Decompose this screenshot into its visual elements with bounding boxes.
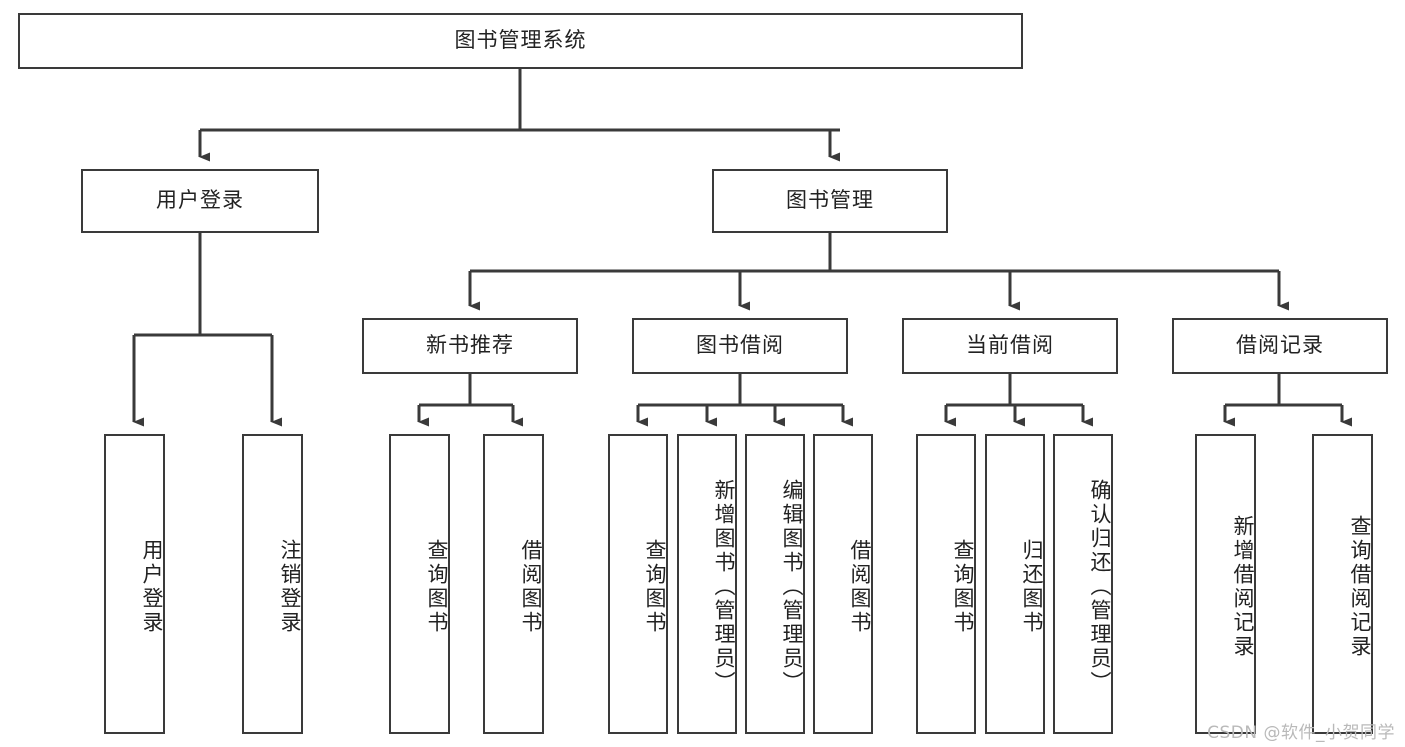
node-leaf-query-book-2[interactable]: 查询图书 bbox=[608, 434, 668, 734]
node-book-manage[interactable]: 图书管理 bbox=[712, 169, 948, 233]
node-leaf-edit-book-label: 编辑图书（管理员） bbox=[780, 479, 804, 695]
node-new-book-recommend-label: 新书推荐 bbox=[426, 333, 514, 358]
node-leaf-query-record-label: 查询借阅记录 bbox=[1348, 515, 1372, 659]
node-borrow-record[interactable]: 借阅记录 bbox=[1172, 318, 1388, 374]
csdn-watermark: CSDN @软件_小贺同学 bbox=[1207, 723, 1395, 743]
node-leaf-borrow-book-1[interactable]: 借阅图书 bbox=[483, 434, 544, 734]
node-leaf-confirm-return[interactable]: 确认归还（管理员） bbox=[1053, 434, 1113, 734]
node-leaf-user-login[interactable]: 用户登录 bbox=[104, 434, 165, 734]
node-leaf-confirm-return-label: 确认归还（管理员） bbox=[1088, 479, 1112, 695]
node-leaf-query-book-3[interactable]: 查询图书 bbox=[916, 434, 976, 734]
node-leaf-return-book-label: 归还图书 bbox=[1020, 539, 1044, 635]
node-leaf-add-book[interactable]: 新增图书（管理员） bbox=[677, 434, 737, 734]
node-leaf-query-book-1-label: 查询图书 bbox=[425, 539, 449, 635]
node-leaf-user-logout-label: 注销登录 bbox=[278, 539, 302, 635]
node-leaf-query-book-3-label: 查询图书 bbox=[951, 539, 975, 635]
node-book-borrow-label: 图书借阅 bbox=[696, 333, 784, 358]
node-user-login-label: 用户登录 bbox=[156, 188, 244, 213]
node-new-book-recommend[interactable]: 新书推荐 bbox=[362, 318, 578, 374]
node-current-borrow[interactable]: 当前借阅 bbox=[902, 318, 1118, 374]
node-borrow-record-label: 借阅记录 bbox=[1236, 333, 1324, 358]
node-leaf-add-record[interactable]: 新增借阅记录 bbox=[1195, 434, 1256, 734]
node-leaf-borrow-book-2[interactable]: 借阅图书 bbox=[813, 434, 873, 734]
node-leaf-borrow-book-1-label: 借阅图书 bbox=[519, 539, 543, 635]
node-user-login[interactable]: 用户登录 bbox=[81, 169, 319, 233]
node-leaf-query-book-1[interactable]: 查询图书 bbox=[389, 434, 450, 734]
node-leaf-return-book[interactable]: 归还图书 bbox=[985, 434, 1045, 734]
node-root-label: 图书管理系统 bbox=[454, 28, 587, 53]
node-leaf-add-record-label: 新增借阅记录 bbox=[1231, 515, 1255, 659]
node-leaf-user-logout[interactable]: 注销登录 bbox=[242, 434, 303, 734]
node-root[interactable]: 图书管理系统 bbox=[18, 13, 1023, 69]
node-current-borrow-label: 当前借阅 bbox=[966, 333, 1054, 358]
node-leaf-user-login-label: 用户登录 bbox=[140, 539, 164, 635]
node-leaf-edit-book[interactable]: 编辑图书（管理员） bbox=[745, 434, 805, 734]
node-leaf-query-record[interactable]: 查询借阅记录 bbox=[1312, 434, 1373, 734]
node-leaf-query-book-2-label: 查询图书 bbox=[643, 539, 667, 635]
node-leaf-borrow-book-2-label: 借阅图书 bbox=[848, 539, 872, 635]
node-book-manage-label: 图书管理 bbox=[786, 188, 874, 213]
node-leaf-add-book-label: 新增图书（管理员） bbox=[712, 479, 736, 695]
node-book-borrow[interactable]: 图书借阅 bbox=[632, 318, 848, 374]
